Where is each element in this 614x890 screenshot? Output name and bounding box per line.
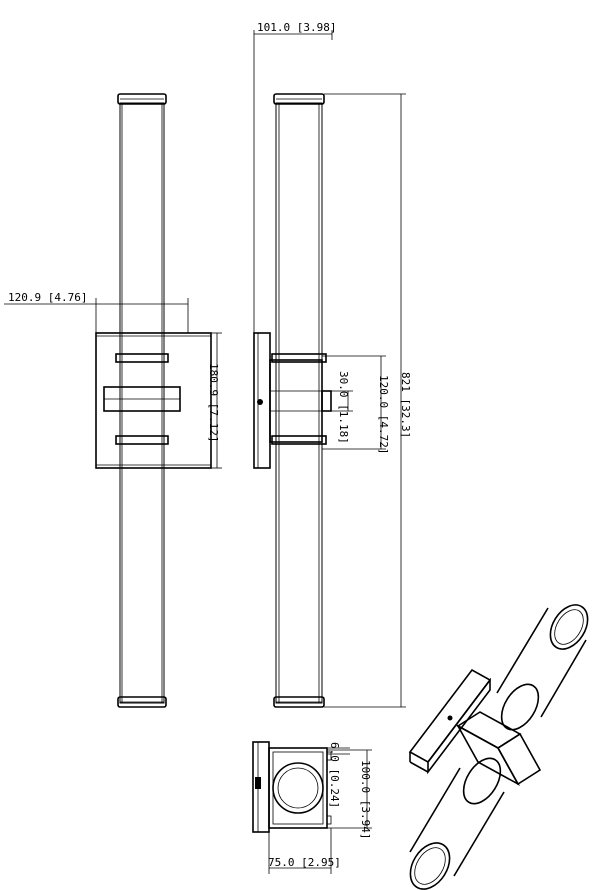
dim-plate-thickness-label: 6.0 [0.24] — [328, 742, 341, 808]
iso-clamp-side — [455, 723, 521, 787]
iso-bottom-cap — [409, 842, 451, 890]
front-view — [95, 93, 212, 708]
front-upper-ring — [115, 353, 169, 363]
side-tube — [275, 102, 323, 704]
bottom-tube-inner — [277, 767, 319, 809]
iso-lower-ring — [462, 757, 502, 805]
dim-bottom-height: 100.0 [3.94] — [327, 749, 372, 839]
front-bottom-cap — [117, 696, 167, 708]
front-top-cap — [117, 93, 167, 105]
side-top-cap — [273, 93, 325, 105]
iso-top-cap — [549, 604, 589, 650]
dim-back-width-label: 120.9 [4.76] — [8, 291, 87, 304]
iso-screw-hole — [447, 715, 453, 721]
dim-back-height-label: 180.9 [7.12] — [207, 363, 220, 442]
front-lower-ring — [115, 435, 169, 445]
dim-top-width-label: 101.0 [3.98] — [257, 21, 336, 34]
side-lower-ring — [271, 435, 327, 445]
dim-bottom-height-label: 100.0 [3.94] — [359, 760, 372, 839]
dim-top-width: 101.0 [3.98] — [253, 21, 336, 333]
side-view — [253, 93, 332, 708]
side-bottom-cap — [273, 696, 325, 708]
iso-upper-ring — [500, 683, 540, 731]
dim-bottom-width-label: 75.0 [2.95] — [268, 856, 341, 869]
side-arm — [269, 359, 323, 443]
dim-clamp-height: 120.0 [4.72] — [322, 355, 390, 454]
dim-arm-depth: 30.0 [1.18] — [331, 371, 353, 444]
side-upper-ring — [271, 353, 327, 363]
side-screw-hole — [257, 399, 263, 405]
dim-overall-height: 821 [32.3] — [324, 93, 412, 708]
bottom-body — [268, 747, 328, 829]
isometric-view — [408, 604, 589, 890]
dim-plate-thickness: 6.0 [0.24] — [327, 742, 350, 808]
dim-overall-height-label: 821 [32.3] — [399, 372, 412, 438]
dim-bottom-width: 75.0 [2.95] — [268, 828, 341, 874]
dim-arm-depth-label: 30.0 [1.18] — [337, 371, 350, 444]
front-tube — [119, 102, 165, 704]
bottom-slot — [255, 777, 261, 789]
dim-back-height: 180.9 [7.12] — [207, 332, 222, 469]
bottom-tube-outer — [272, 762, 324, 814]
dim-clamp-height-label: 120.0 [4.72] — [377, 375, 390, 454]
front-back-plate — [95, 332, 212, 469]
dim-back-width: 120.9 [4.76] — [4, 291, 189, 333]
side-arm-end — [321, 390, 332, 412]
bottom-view — [252, 741, 332, 833]
